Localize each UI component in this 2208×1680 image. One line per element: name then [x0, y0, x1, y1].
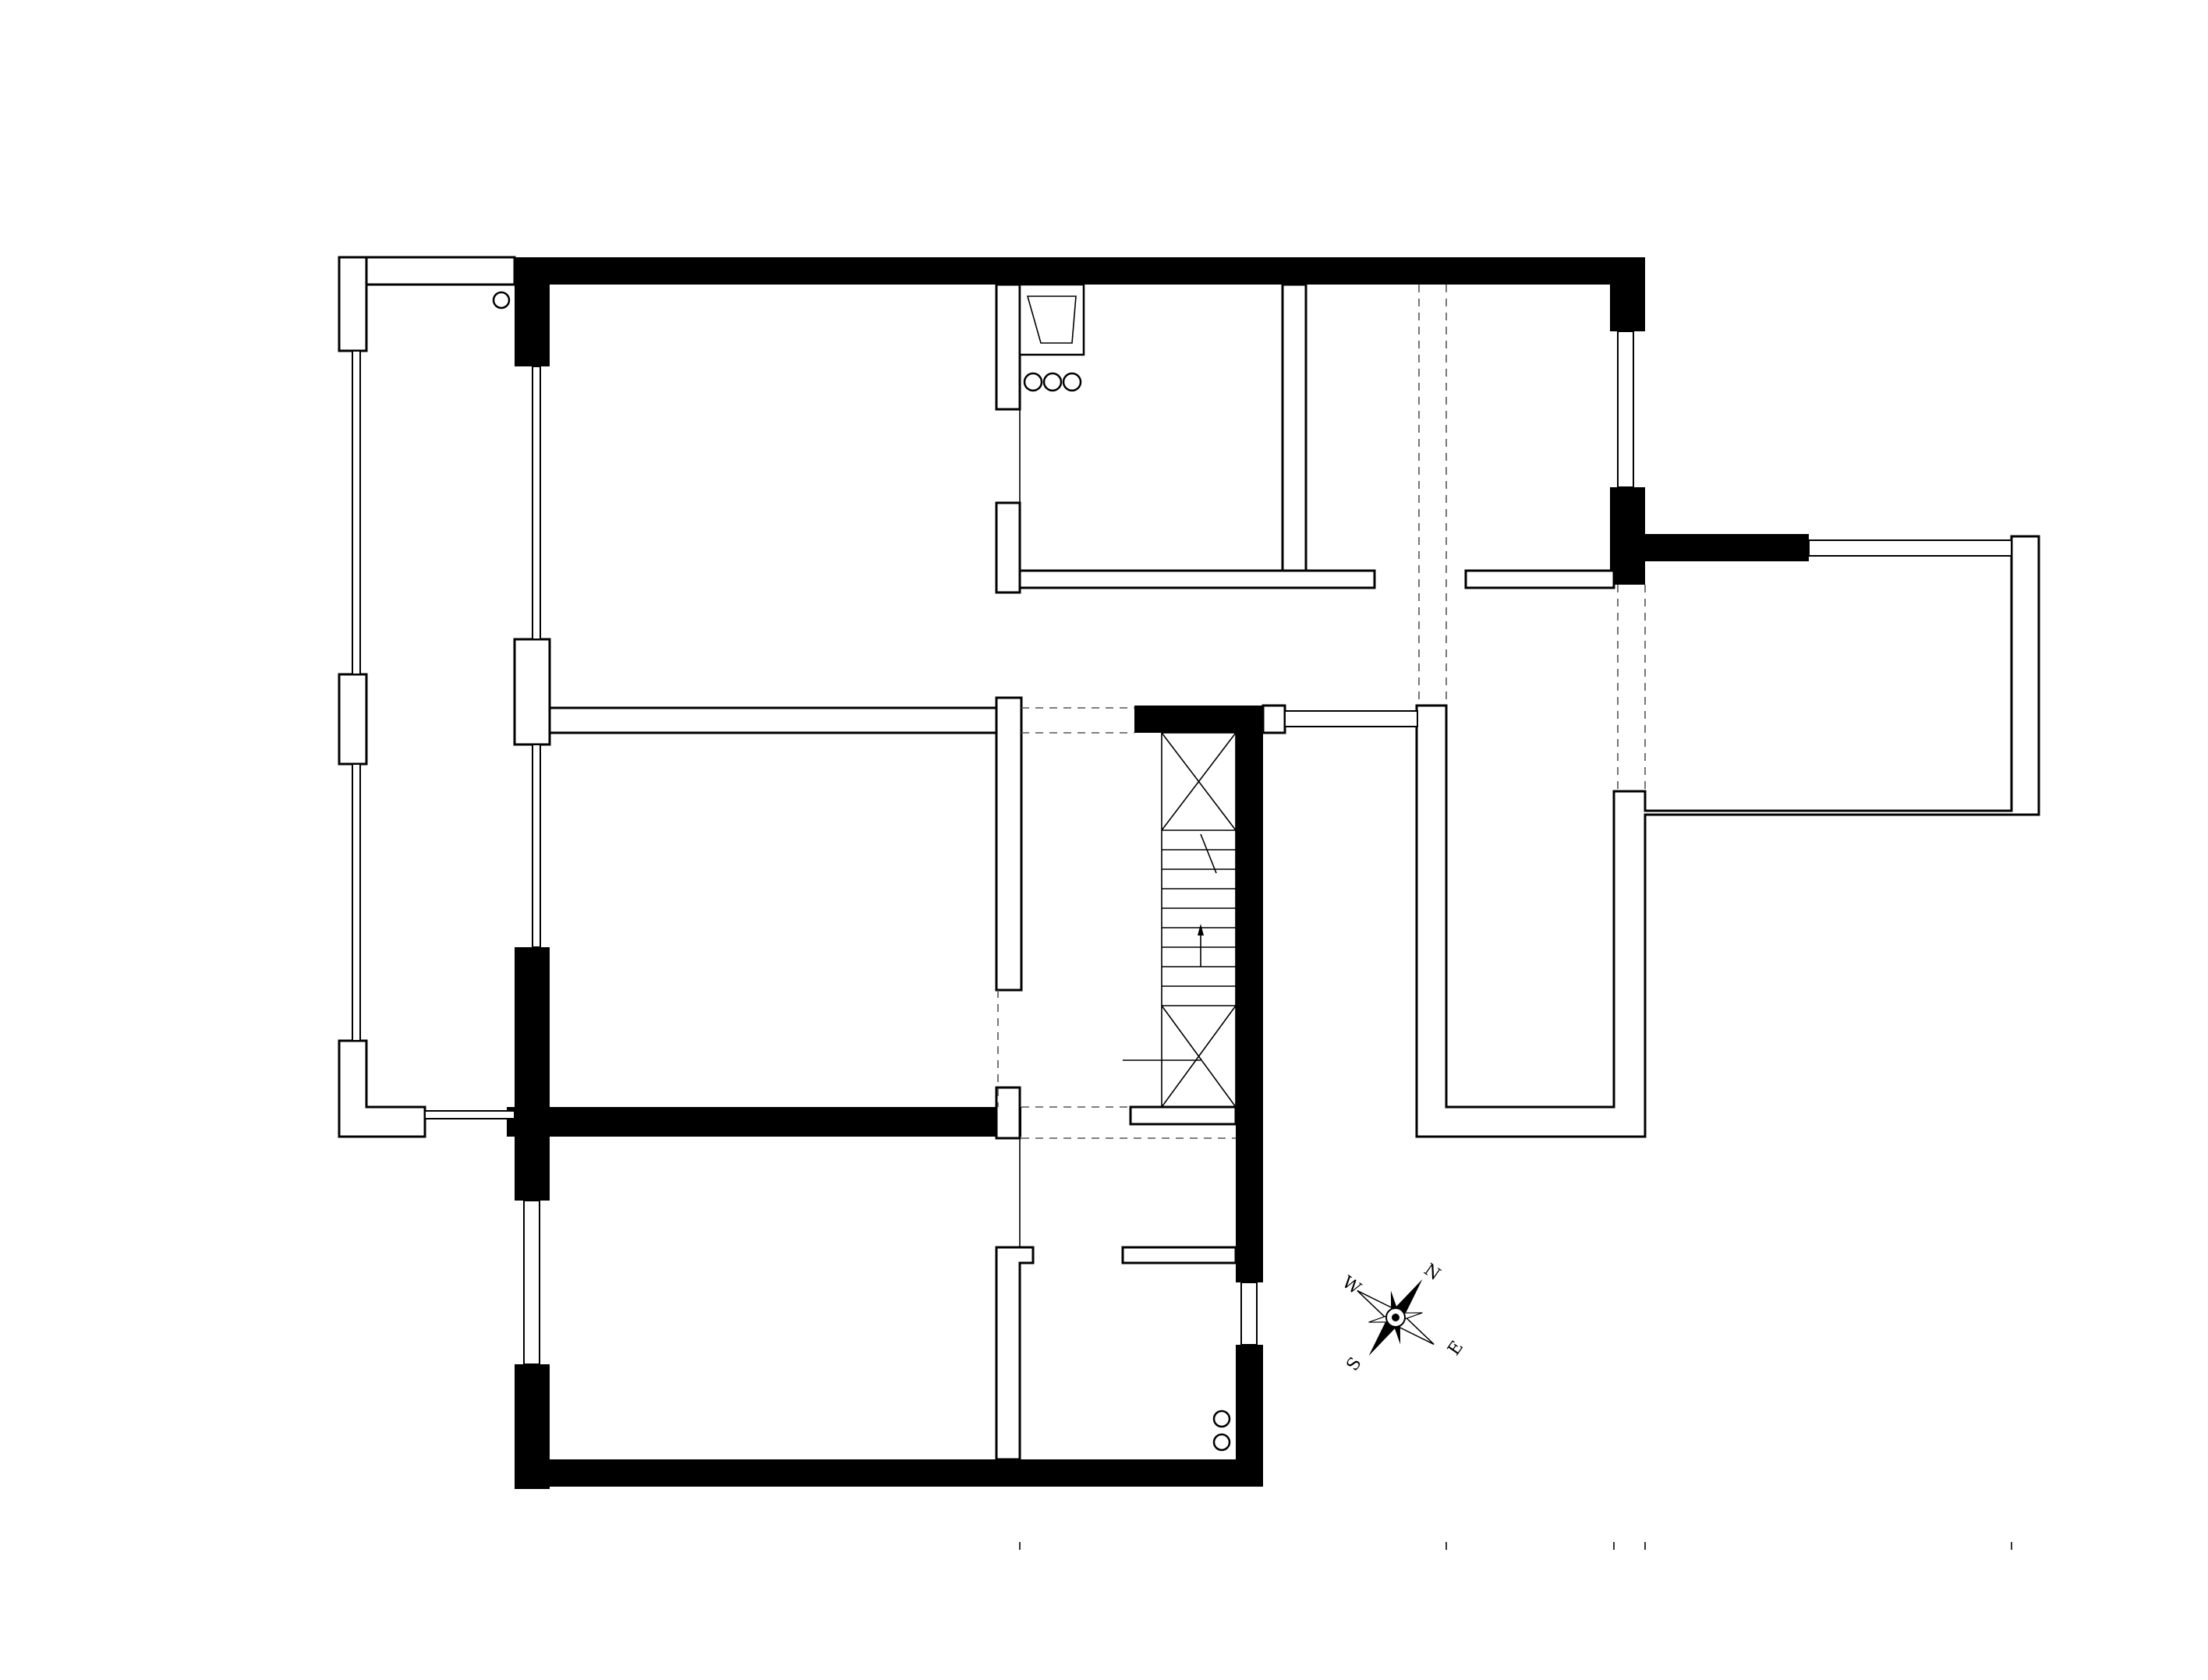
bath-bottom-wall [1018, 569, 1376, 589]
stove-burner-1 [1023, 372, 1043, 392]
west-balcony-side-top [338, 256, 368, 352]
bedroom-divider-wall [548, 706, 1011, 734]
east-window-top [1617, 331, 1634, 488]
bottom-exterior-wall [515, 1459, 1263, 1487]
west-balcony-window-lower [352, 763, 361, 1042]
lower-room-stub [1121, 1246, 1237, 1264]
partition-walls [338, 256, 2040, 1461]
bath-left-wall-bottom [995, 501, 1021, 594]
top-left-pier [515, 257, 550, 366]
exterior-walls [507, 257, 1809, 1489]
compass-north-label: N [1421, 1260, 1444, 1285]
stair-door-post [1261, 704, 1286, 734]
west-divider-pier [513, 638, 551, 746]
stair-landing-stub [1129, 1105, 1237, 1126]
west-balcony-window [352, 350, 361, 675]
lower-right-window [1240, 1282, 1258, 1346]
balcony-solid-wall [1610, 534, 1809, 561]
southwest-window [424, 1110, 515, 1119]
bottom-left-window [523, 1200, 540, 1365]
compass: N W S E [1339, 1260, 1468, 1374]
dashed-lines [997, 285, 1646, 1139]
lower-room-partition [995, 1246, 1035, 1461]
corridor-lower-post [995, 1086, 1021, 1140]
corridor-post [995, 696, 1023, 992]
left-middle-pier [515, 947, 550, 1201]
compass-west-label: W [1339, 1272, 1364, 1299]
compass-needle-icon [1394, 1279, 1423, 1317]
windows [352, 331, 2012, 1365]
stove-burner-3 [1062, 372, 1082, 392]
reference-ticks [1019, 1542, 2012, 1550]
central-divider-wall [507, 1107, 1021, 1137]
west-window-top [532, 366, 541, 640]
west-balcony-side-mid [338, 673, 368, 766]
fixtures [492, 283, 1231, 1452]
terrace-door-window [1284, 710, 1418, 727]
east-terrace-wall [1415, 535, 2040, 1138]
top-right-pier [1610, 257, 1645, 331]
stove-burner-2 [1042, 372, 1063, 392]
drain-fixture-bottom-2 [1212, 1433, 1231, 1452]
compass-south-label: S [1343, 1354, 1365, 1375]
compass-east-label: E [1444, 1338, 1467, 1359]
balcony-window [1808, 539, 2012, 557]
stair-right-wall [1236, 706, 1263, 1282]
bath-left-wall-top [995, 283, 1021, 411]
hall-right-stub [1464, 569, 1615, 589]
bottom-right-pier [1236, 1345, 1263, 1487]
staircase [1123, 732, 1237, 1108]
drain-fixture-top [492, 291, 511, 309]
drain-fixture-bottom-1 [1212, 1409, 1231, 1428]
bath-divider-wall [1281, 283, 1307, 572]
west-balcony-bottom-wall [338, 1039, 426, 1138]
top-exterior-wall [515, 257, 1645, 285]
west-window-bottom [532, 744, 541, 948]
